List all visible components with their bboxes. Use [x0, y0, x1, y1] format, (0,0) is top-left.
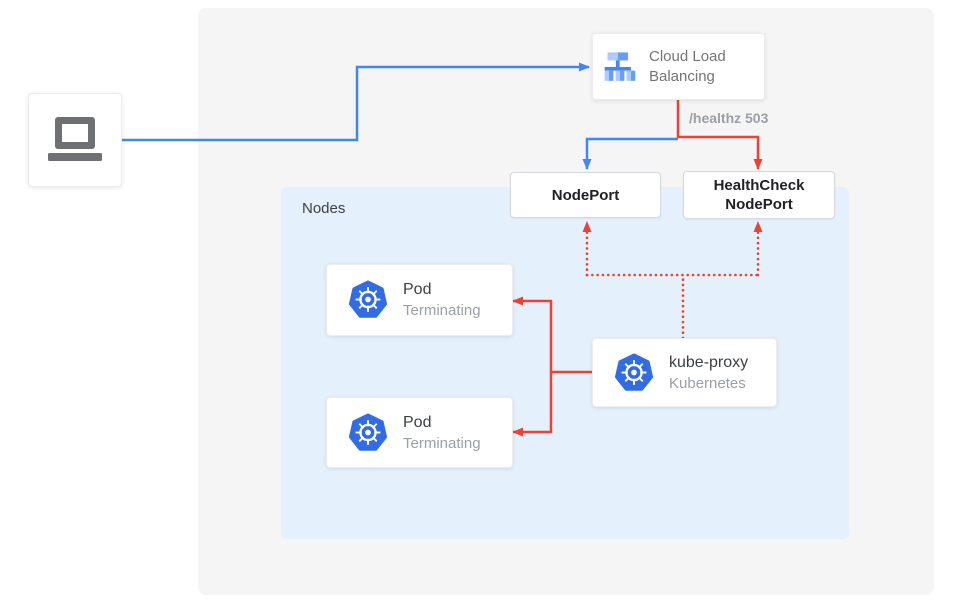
pod1-node: Pod Terminating [326, 264, 513, 336]
nodeport-node: NodePort [510, 172, 661, 218]
kube-proxy-subtitle: Kubernetes [669, 374, 746, 392]
nodeport-label: NodePort [551, 186, 620, 204]
kubernetes-icon [348, 412, 388, 451]
pod2-title: Pod [403, 413, 432, 431]
pod1-text: Pod Terminating [403, 279, 481, 321]
pod1-status: Terminating [403, 302, 481, 319]
cloud-load-balancing-node: Cloud Load Balancing [592, 33, 765, 100]
kubernetes-icon [348, 280, 388, 318]
nodes-panel-label: Nodes [302, 200, 346, 217]
clb-to-nodeport-line [582, 137, 678, 170]
client-node [28, 93, 122, 187]
kube-proxy-node: kube-proxy Kubernetes [592, 338, 777, 407]
kubeproxy-to-pod2-line [512, 372, 553, 437]
clb-to-healthcheck-line [676, 100, 763, 170]
kubeproxy-to-pod1-line [512, 296, 592, 374]
healthcheck-label-line1: HealthCheck [713, 177, 805, 194]
pod1-title: Pod [403, 281, 432, 298]
healthcheck-nodeport-node: HealthCheck NodePort [683, 171, 835, 219]
pod2-status: Terminating [403, 434, 481, 452]
kubernetes-icon [614, 352, 654, 391]
pod2-node: Pod Terminating [326, 397, 513, 468]
client-to-clb-line [122, 62, 590, 142]
kube-proxy-title: kube-proxy [669, 353, 749, 371]
laptop-icon [48, 117, 102, 161]
pod2-text: Pod Terminating [403, 412, 481, 454]
kube-proxy-text: kube-proxy Kubernetes [669, 352, 748, 394]
healthcheck-label-line2: NodePort [725, 196, 793, 213]
cloud-load-balancing-label: Cloud Load Balancing [649, 47, 726, 85]
cloud-load-balancing-icon [604, 51, 636, 81]
healthz-status-label: /healthz 503 [689, 110, 769, 126]
healthcheck-nodeport-label: HealthCheck NodePort [714, 176, 805, 214]
